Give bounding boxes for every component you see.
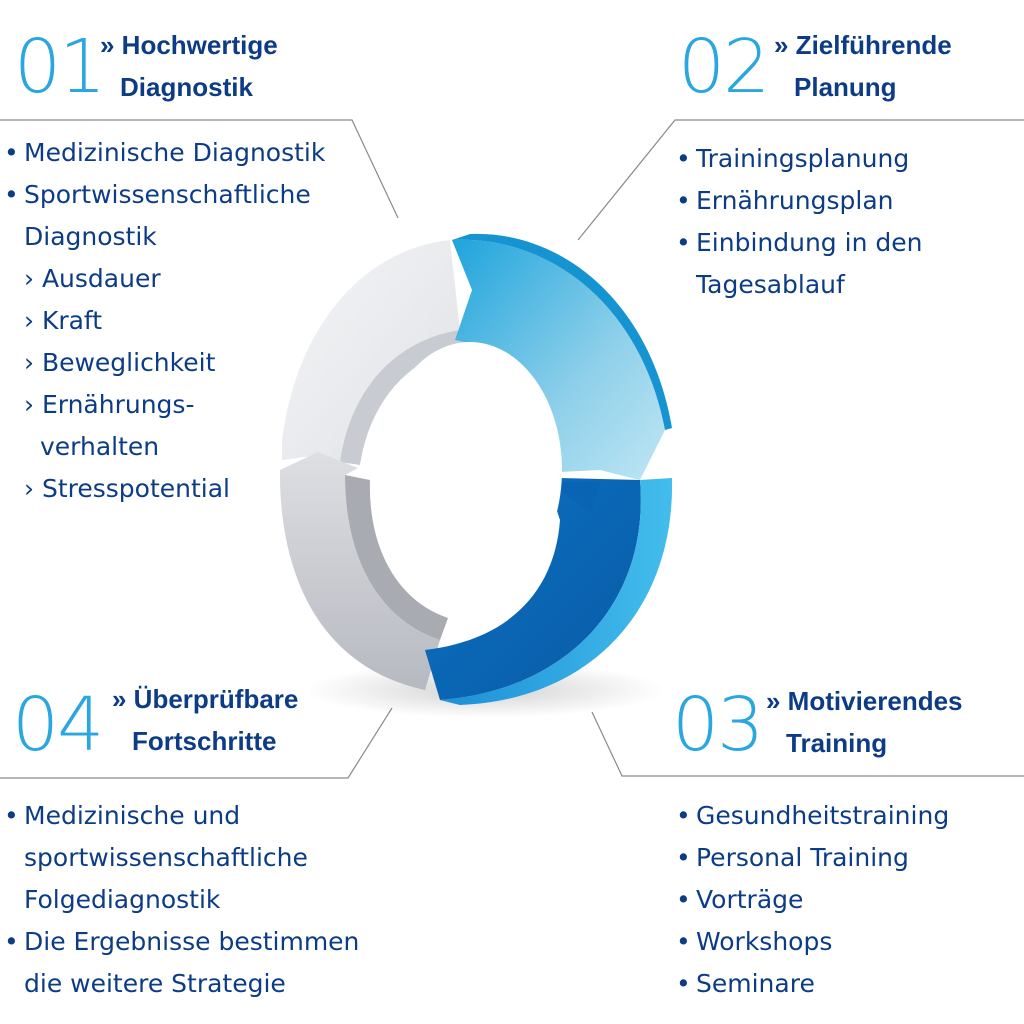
list-item: › Beweglichkeit	[24, 348, 216, 377]
cycle-segment-dark-blue-side	[440, 478, 673, 705]
cycle-center	[378, 342, 562, 598]
list-item: Ernährungsplan	[676, 180, 922, 222]
list-item: › Ausdauer	[24, 264, 161, 293]
section-title-02: » Zielführende Planung	[774, 24, 952, 108]
cycle-segment-grey-inner	[345, 475, 448, 640]
list-item: Sportwissenschaftliche	[4, 174, 325, 216]
list-item: › Stresspotential	[24, 474, 230, 503]
list-item: › Kraft	[24, 306, 103, 335]
list-item: Workshops	[676, 921, 949, 963]
list-item: Die Ergebnisse bestimmen	[4, 921, 359, 963]
section-number-02: 02	[678, 24, 770, 110]
section-number-01: 01	[14, 24, 106, 110]
list-item: Medizinische und	[4, 795, 359, 837]
list-item: Medizinische Diagnostik	[4, 132, 325, 174]
connector-line-02	[577, 119, 1024, 241]
list-item: Einbindung in den	[676, 222, 922, 264]
section-title-02-line2: Planung	[794, 72, 897, 102]
section-title-03-line2: Training	[786, 728, 888, 758]
connector-line-01	[0, 119, 399, 219]
section-title-04-line2: Fortschritte	[132, 726, 277, 756]
section-title-02-line1: » Zielführende	[774, 30, 952, 60]
section-list-02: Trainingsplanung Ernährungsplan Einbindu…	[676, 138, 922, 306]
list-item: › Ernährungs-	[24, 390, 195, 419]
section-title-01-line1: » Hochwertige	[100, 30, 278, 60]
list-item: Gesundheitstraining	[676, 795, 949, 837]
cycle-segment-light-blue-edge	[452, 233, 672, 430]
section-number-03: 03	[672, 682, 764, 768]
connector-line-03	[591, 711, 1024, 777]
list-item: Vorträge	[676, 879, 949, 921]
list-item: Folgediagnostik	[24, 885, 221, 914]
section-list-03: Gesundheitstraining Personal Training Vo…	[676, 795, 949, 1005]
section-title-04-line1: » Überprüfbare	[112, 684, 299, 714]
list-item: Trainingsplanung	[676, 138, 922, 180]
list-item: Personal Training	[676, 837, 949, 879]
cycle-segment-dark-blue	[425, 478, 641, 700]
list-item: verhalten	[40, 432, 160, 461]
list-item: sportwissenschaftliche	[24, 843, 308, 872]
section-title-04: » Überprüfbare Fortschritte	[112, 678, 298, 762]
section-list-04: Medizinische und sportwissenschaftliche …	[4, 795, 359, 1005]
list-item: Seminare	[676, 963, 949, 1005]
list-item: Tagesablauf	[696, 270, 845, 299]
section-title-01: » Hochwertige Diagnostik	[100, 24, 278, 108]
section-title-03: » Motivierendes Training	[766, 680, 963, 764]
section-title-01-line2: Diagnostik	[120, 72, 253, 102]
cycle-segment-light-grey	[282, 240, 460, 462]
list-item: Diagnostik	[24, 222, 157, 251]
section-number-04: 04	[12, 682, 104, 768]
connector-line-04	[0, 707, 393, 779]
cycle-segment-grey	[280, 452, 440, 690]
section-title-03-line1: » Motivierendes	[766, 686, 963, 716]
section-list-01: Medizinische Diagnostik Sportwissenschaf…	[4, 132, 325, 510]
cycle-segment-light-blue	[452, 239, 665, 480]
list-item: die weitere Strategie	[24, 969, 286, 998]
